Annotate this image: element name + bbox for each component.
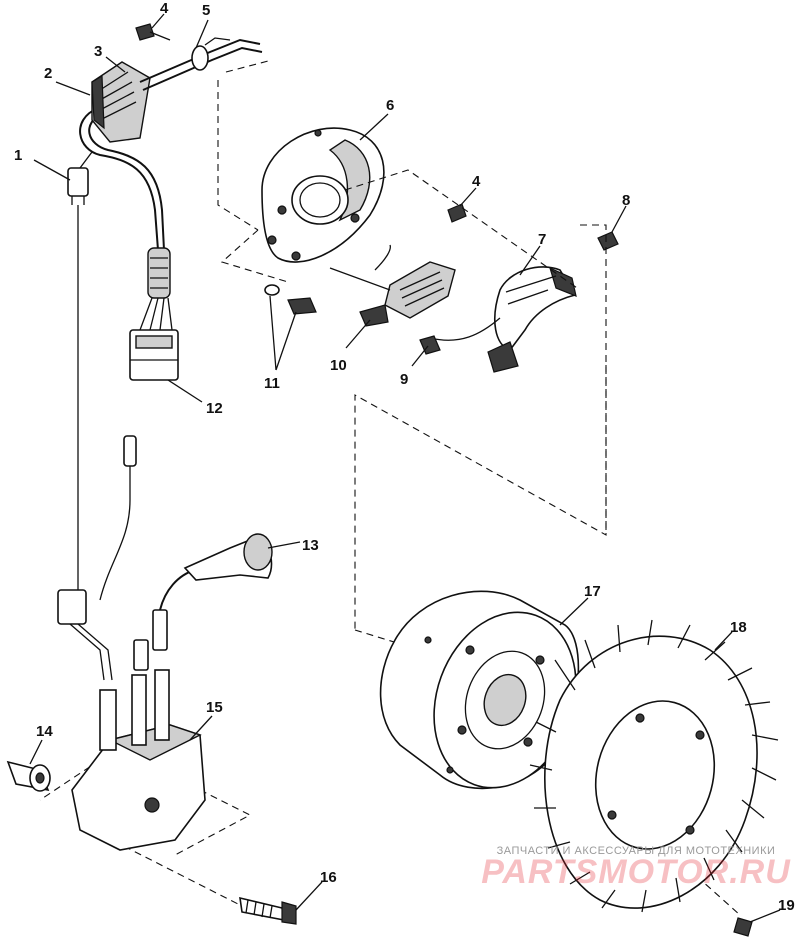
callout-10: 10 [330,357,347,374]
callout-16: 16 [320,869,337,886]
coil-mounting-bolt [239,896,297,925]
callout-18: 18 [730,619,747,636]
harness-wrap [147,247,171,299]
bolt-screw-top [135,23,171,41]
flywheel [379,590,580,790]
callout-8: 8 [622,192,630,209]
lighting-coil [419,203,619,373]
wire-clamp [191,45,209,71]
callout-4-top: 4 [160,0,169,17]
stator-plate [261,127,456,327]
voltage-regulator [91,61,151,143]
fan-screw [733,917,753,937]
callout-1: 1 [14,147,22,164]
leader-lines [29,13,781,923]
callout-2: 2 [44,65,52,82]
spacer-bushing [6,760,51,792]
callout-13: 13 [302,537,319,554]
bolt-screw [597,231,619,251]
ignition-coil-assembly [6,435,753,937]
watermark: ЗАПЧАСТИ И АКСЕССУАРЫ ДЛЯ МОТОТЕХНИКИ PA… [476,845,796,892]
callout-19: 19 [778,897,795,914]
coil-connector [57,589,87,625]
callout-12: 12 [206,400,223,417]
callout-4-right: 4 [472,173,481,190]
bolt-screw-right [447,203,467,223]
callout-7: 7 [538,231,546,248]
bullet-connector [67,167,89,197]
cooling-fan [529,619,779,913]
callout-labels: 1 2 3 4 5 6 4 7 8 9 10 11 12 13 14 15 16… [14,0,795,914]
callout-15: 15 [206,699,223,716]
callout-14: 14 [36,723,53,740]
watermark-logo-text: PARTSMOTOR.RU [481,853,791,891]
callout-11: 11 [264,375,280,392]
callout-9: 9 [400,371,408,388]
callout-5: 5 [202,2,210,19]
wiring-harness [67,23,263,590]
callout-17: 17 [584,583,601,600]
callout-6: 6 [386,97,394,114]
callout-3: 3 [94,43,102,60]
watermark-tagline: ЗАПЧАСТИ И АКСЕССУАРЫ ДЛЯ МОТОТЕХНИКИ [496,845,776,857]
screw-washer [264,284,317,315]
